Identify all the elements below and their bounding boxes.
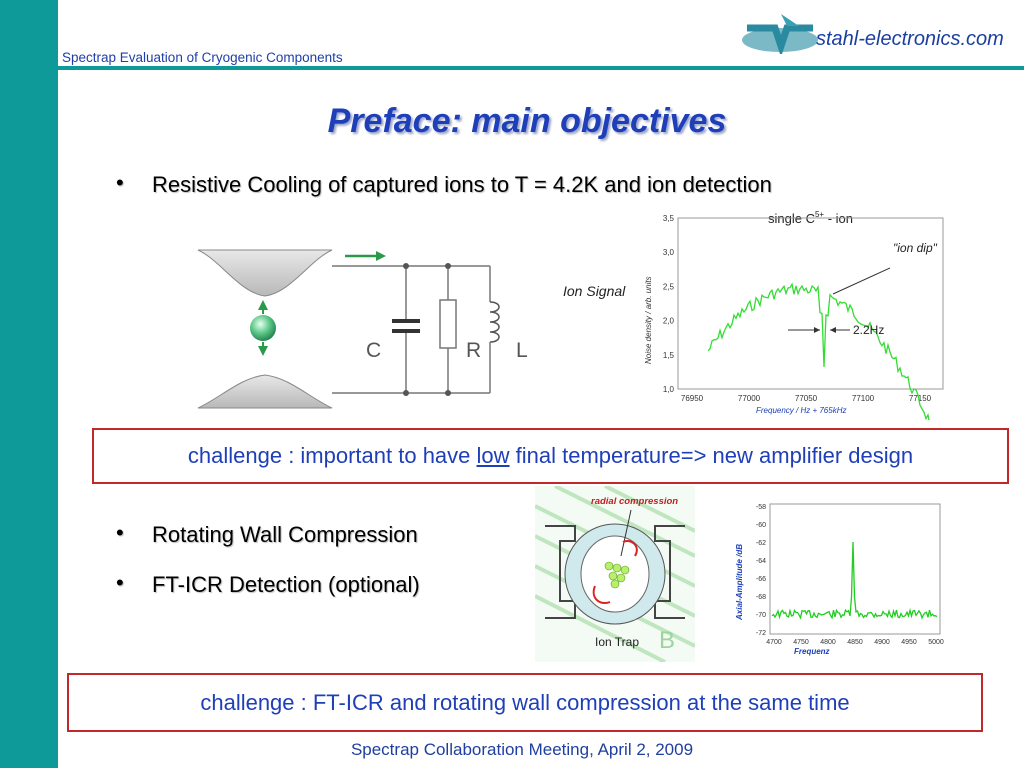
c1-yticks-label: 2,0 [663,317,675,326]
chart1-noise-trace [707,282,930,420]
trap-circuit-diagram: C R L [197,249,528,409]
chart1-width-annotation: 2.2Hz [853,323,884,337]
c1-xticks-label: 76950 [681,394,704,403]
challenge1-suffix: final temperature=> new amplifier design [509,443,914,468]
bullet-rotating-wall: • Rotating Wall Compression [116,520,418,548]
inductor-label: L [516,339,528,362]
magnetic-field-label: B [659,627,675,654]
challenge1-emphasis: low [476,443,510,468]
chart2-y-ticks: -58 -60 -62 -64 -66 -68 -70 -72 [756,504,766,637]
upper-electrode [197,249,333,297]
c2-yticks-label: -60 [756,522,766,529]
c1-xticks-label: 77000 [738,394,761,403]
chart1-x-ticks: 76950 77000 77050 77100 77150 [681,394,932,403]
bullet-dot-icon: • [116,520,124,545]
chart2-ylabel: Axial-Amplitude /dB [735,544,744,621]
slide-title: Preface: main objectives [327,102,727,140]
c2-xticks-label: 4700 [766,639,782,646]
chart2-x-ticks: 4700 4750 4800 4850 4900 4950 5000 [766,639,944,646]
c1-yticks-label: 3,0 [663,248,675,257]
challenge1-prefix: challenge : important to have [187,443,477,468]
ion-signal-label: Ion Signal [563,283,626,299]
c2-xticks-label: 4900 [874,639,890,646]
c1-xticks-label: 77050 [795,394,818,403]
bullet-text: Resistive Cooling of captured ions to T … [152,172,772,197]
chart2-amplitude-trace [771,541,938,620]
radial-compression-label: radial compression [591,496,678,507]
c2-xticks-label: 4950 [901,639,917,646]
c1-yticks-label: 1,5 [663,351,675,360]
ion-sphere-icon [250,315,276,341]
c2-xticks-label: 4800 [820,639,836,646]
challenge2-text: challenge : FT-ICR and rotating wall com… [200,690,850,715]
lower-electrode [197,374,333,409]
c2-yticks-label: -64 [756,558,766,565]
c2-yticks-label: -58 [756,504,766,511]
chart1-xlabel: Frequency / Hz + 765kHz [756,406,846,415]
c1-yticks-label: 1,0 [663,385,675,394]
chart1-ylabel: Noise density / arb. units [644,276,653,364]
stahl-logo-icon [742,14,818,54]
c2-xticks-label: 4750 [793,639,809,646]
bullet-dot-icon: • [116,170,124,195]
footer-text: Spectrap Collaboration Meeting, April 2,… [350,740,694,759]
c2-xticks-label: 4850 [847,639,863,646]
bullet-dot-icon: • [116,570,124,595]
c1-yticks-label: 2,5 [663,282,675,291]
challenge-box-ft-icr: challenge : FT-ICR and rotating wall com… [67,673,983,732]
chart1-y-ticks: 3,5 3,0 2,5 2,0 1,5 1,0 [663,214,675,394]
left-accent-bar [0,0,58,768]
capacitor-label: C [366,339,381,362]
chart1-ion-dip-annotation: "ion dip" [893,241,938,255]
c2-yticks-label: -62 [756,540,766,547]
bullet-text: FT-ICR Detection (optional) [152,572,420,597]
bullet-resistive-cooling: • Resistive Cooling of captured ions to … [116,170,772,198]
c1-xticks-label: 77100 [852,394,875,403]
header-subtitle: Spectrap Evaluation of Cryogenic Compone… [62,50,343,65]
header-rule [58,66,1024,70]
bullet-text: Rotating Wall Compression [152,522,418,547]
c1-yticks-label: 3,5 [663,214,675,223]
c2-yticks-label: -70 [756,612,766,619]
chart2-xlabel: Frequenz [794,647,830,656]
c1-xticks-label: 77150 [909,394,932,403]
rotating-wall-trap-diagram: radial compression Ion Trap B [535,486,695,662]
bullet-ft-icr: • FT-ICR Detection (optional) [116,570,420,598]
c2-yticks-label: -68 [756,594,766,601]
c2-yticks-label: -72 [756,630,766,637]
resistor-label: R [466,339,481,362]
c2-yticks-label: -66 [756,576,766,583]
c2-xticks-label: 5000 [928,639,944,646]
logo-text: stahl-electronics.com [816,28,1004,50]
ft-icr-spectrum-chart: -58 -60 -62 -64 -66 -68 -70 -72 4700 4750 4800 485… [732,502,944,658]
challenge-box-temperature: challenge : important to have low final … [92,428,1009,484]
ion-dip-spectrum-chart: single C5+ - ion 3,53,02,52,01,51,0 7695… [638,204,956,420]
ion-trap-label: Ion Trap [595,635,639,649]
